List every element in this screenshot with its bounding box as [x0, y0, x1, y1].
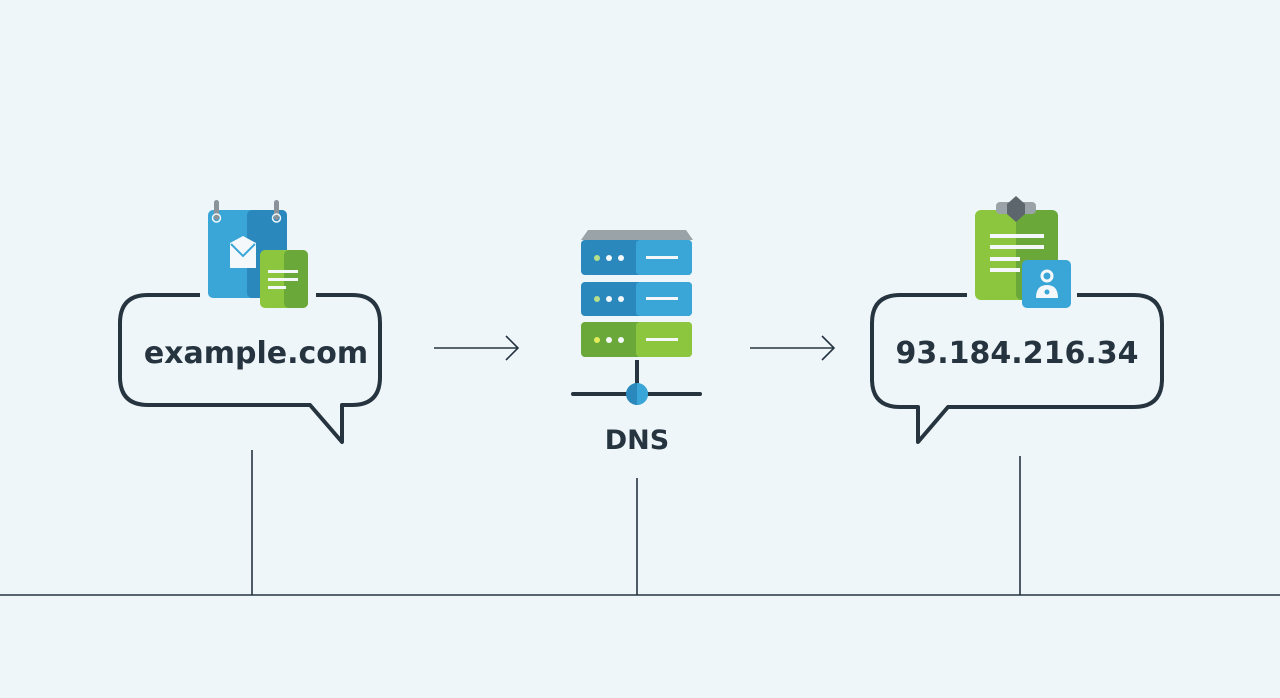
- server-stack-icon: [571, 230, 702, 405]
- arrow-dns-to-ip: [750, 335, 836, 361]
- dns-label: DNS: [605, 425, 669, 456]
- ip-label: 93.184.216.34: [896, 336, 1139, 371]
- ip-speech-bubble: [870, 293, 1164, 444]
- calendar-mail-document-icon: [208, 200, 308, 308]
- domain-speech-bubble: [118, 293, 382, 444]
- clipboard-user-icon: [975, 196, 1071, 308]
- domain-label: example.com: [144, 336, 368, 371]
- arrow-domain-to-dns: [434, 335, 520, 361]
